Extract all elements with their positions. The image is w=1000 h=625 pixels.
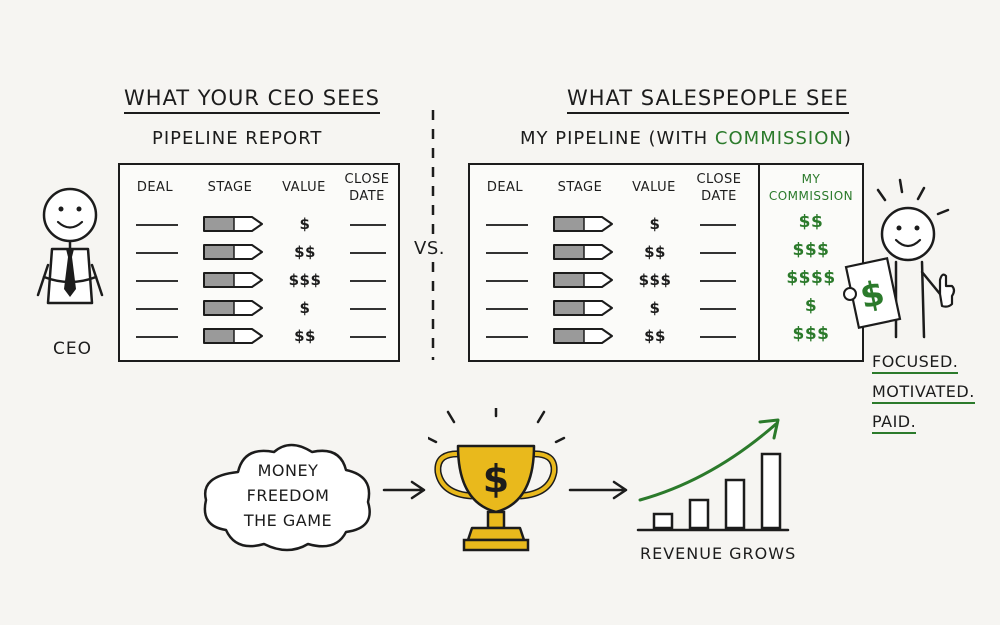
deal-placeholder [136, 336, 178, 338]
stage-progress-icon [202, 243, 264, 265]
column-header-close-date: CLOSE DATE [344, 172, 390, 204]
ceo-pipeline-table: DEAL STAGE VALUE CLOSE DATE $$$$$$$$$ [118, 163, 400, 362]
deal-placeholder [136, 308, 178, 310]
close-date-placeholder [350, 224, 386, 226]
stage-progress-icon [552, 327, 614, 349]
ceo-figure-icon [36, 187, 104, 305]
trophy-icon: $ [428, 408, 566, 552]
trait-focused: FOCUSED. [872, 352, 959, 374]
deal-value: $$ [294, 243, 316, 261]
trait-motivated: MOTIVATED. [872, 382, 975, 404]
thought-cloud-icon [203, 443, 371, 552]
commission-column-divider [758, 165, 760, 360]
close-date-placeholder [700, 308, 736, 310]
deal-value: $ [649, 215, 661, 233]
deal-placeholder [486, 280, 528, 282]
table-row: $$$ [120, 271, 398, 295]
trait-paid: PAID. [872, 412, 917, 434]
versus-label: VS. [412, 236, 447, 261]
close-date-placeholder [700, 336, 736, 338]
stage-progress-icon [552, 243, 614, 265]
column-header-commission: MY COMMISSION [768, 172, 854, 203]
table-row: $$ [120, 243, 398, 267]
deal-value: $ [299, 215, 311, 233]
cloud-line-money: MONEY [257, 461, 319, 480]
deal-value: $ [299, 299, 311, 317]
table-row: $$ [120, 327, 398, 351]
cloud-line-game: THE GAME [243, 511, 333, 530]
my-pipeline-title-highlight: COMMISSION [714, 128, 844, 149]
arrow-icon [382, 480, 426, 500]
column-header-stage: STAGE [557, 180, 603, 195]
cloud-text: MONEY FREEDOM THE GAME [198, 458, 378, 533]
revenue-growth-chart-icon [636, 418, 790, 532]
pipeline-report-title: PIPELINE REPORT [152, 128, 323, 149]
stage-progress-icon [202, 327, 264, 349]
table-row: $$ [470, 296, 862, 323]
close-date-placeholder [350, 280, 386, 282]
close-date-placeholder [350, 252, 386, 254]
svg-text:$: $ [483, 457, 509, 501]
close-date-placeholder [700, 224, 736, 226]
column-header-deal: DEAL [486, 180, 524, 195]
deal-placeholder [486, 252, 528, 254]
column-header-value: VALUE [282, 180, 326, 195]
column-header-deal: DEAL [136, 180, 174, 195]
stage-progress-icon [552, 299, 614, 321]
stage-progress-icon [202, 215, 264, 237]
close-date-placeholder [350, 336, 386, 338]
salesperson-traits: FOCUSED. MOTIVATED. PAID. [872, 352, 997, 442]
stage-progress-icon [552, 271, 614, 293]
column-header-stage: STAGE [207, 180, 253, 195]
table-row: $ [120, 215, 398, 239]
cloud-line-freedom: FREEDOM [246, 486, 330, 505]
ceo-heading: WHAT YOUR CEO SEES [124, 86, 380, 114]
salesperson-figure-icon: $ [843, 178, 956, 339]
deal-value: $$ [644, 243, 666, 261]
my-pipeline-title-suffix: ) [843, 128, 852, 149]
sales-pipeline-table: DEAL STAGE VALUE CLOSE DATE MY COMMISSIO… [468, 163, 864, 362]
column-header-value: VALUE [632, 180, 676, 195]
table-row: $$$$$ [470, 240, 862, 267]
deal-placeholder [486, 224, 528, 226]
deal-placeholder [136, 224, 178, 226]
deal-placeholder [136, 252, 178, 254]
deal-placeholder [486, 308, 528, 310]
close-date-placeholder [350, 308, 386, 310]
my-pipeline-title: MY PIPELINE (WITH COMMISSION) [520, 128, 852, 149]
deal-value: $$ [644, 327, 666, 345]
commission-value: $$ [798, 212, 824, 232]
my-pipeline-title-prefix: MY PIPELINE (WITH [520, 128, 715, 149]
salespeople-heading: WHAT SALESPEOPLE SEE [567, 86, 849, 114]
deal-value: $$ [294, 327, 316, 345]
stage-progress-icon [202, 299, 264, 321]
deal-placeholder [136, 280, 178, 282]
stage-progress-icon [202, 271, 264, 293]
stage-progress-icon [552, 215, 614, 237]
deal-placeholder [486, 336, 528, 338]
table-row: $$$$$$$ [470, 268, 862, 295]
table-row: $ [120, 299, 398, 323]
table-row: $$$$$ [470, 324, 862, 351]
commission-value: $$$ [792, 240, 830, 260]
deal-value: $$$ [638, 271, 672, 289]
divider-line [431, 110, 435, 360]
table-row: $$$ [470, 212, 862, 239]
commission-value: $$$ [792, 324, 830, 344]
arrow-icon [568, 480, 628, 500]
close-date-placeholder [700, 280, 736, 282]
close-date-placeholder [700, 252, 736, 254]
deal-value: $ [649, 299, 661, 317]
column-header-close-date: CLOSE DATE [696, 172, 742, 204]
ceo-label: CEO [53, 339, 92, 359]
revenue-grows-caption: REVENUE GROWS [640, 544, 797, 563]
deal-value: $$$ [288, 271, 322, 289]
commission-value: $$$$ [786, 268, 836, 288]
commission-value: $ [804, 296, 818, 316]
